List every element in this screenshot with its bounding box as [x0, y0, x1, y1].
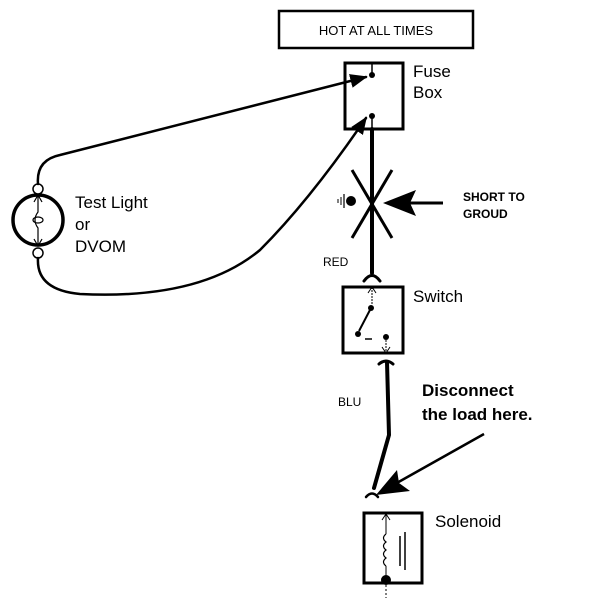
- test-light-icon: [11, 183, 65, 259]
- fuse-terminal-dot-top: [369, 72, 375, 78]
- blu-wire-label: BLU: [338, 395, 361, 409]
- ground-symbol-icon: [337, 194, 356, 208]
- switch-component: [341, 285, 405, 355]
- short-to-ground-marker: [350, 169, 394, 239]
- solenoid-component: [362, 511, 424, 598]
- blu-wire: [372, 360, 391, 490]
- disconnect-label-line2: the load here.: [422, 405, 533, 424]
- short-label-line2: GROUD: [463, 207, 508, 221]
- switch-label: Switch: [413, 287, 463, 306]
- fuse-label-line2: Box: [413, 83, 443, 102]
- hot-at-all-times-box: HOT AT ALL TIMES: [277, 9, 475, 50]
- fuse-box: Fuse Box: [343, 61, 451, 131]
- short-label-line1: SHORT TO: [463, 190, 525, 204]
- hot-at-all-times-label: HOT AT ALL TIMES: [319, 23, 433, 38]
- fuse-label-line1: Fuse: [413, 62, 451, 81]
- test-lead-top: [36, 74, 368, 186]
- test-light-label-line3: DVOM: [75, 237, 126, 256]
- test-light-label-line2: or: [75, 215, 90, 234]
- red-wire-label: RED: [323, 255, 349, 269]
- disconnect-arrow-icon: [376, 432, 485, 495]
- solenoid-label: Solenoid: [435, 512, 501, 531]
- disconnect-label-line1: Disconnect: [422, 381, 514, 400]
- test-light-label-line1: Test Light: [75, 193, 148, 212]
- red-wire-connector: [362, 274, 382, 283]
- test-lead-bottom: [36, 116, 368, 296]
- short-arrow-icon: [383, 190, 443, 216]
